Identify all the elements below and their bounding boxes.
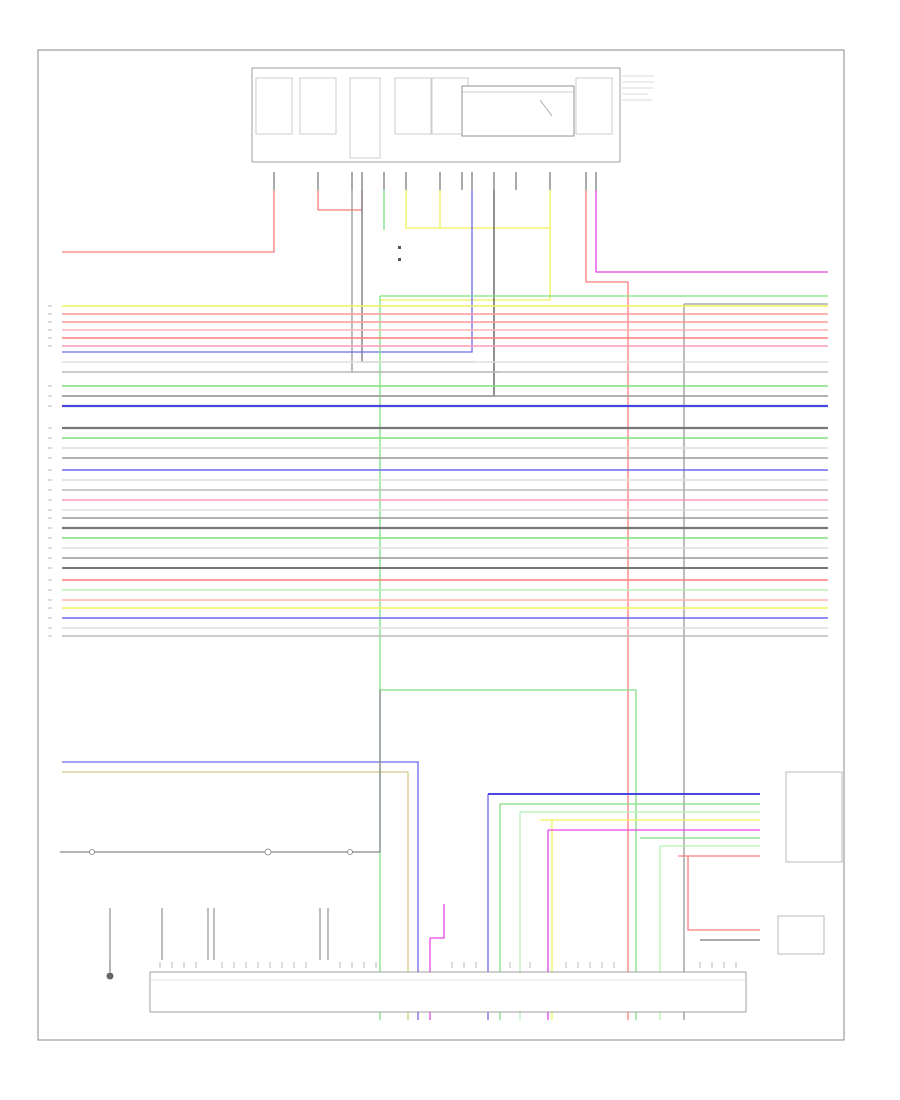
diagram-frame (37, 49, 845, 1041)
bottom-left-pins (109, 908, 329, 960)
right-side-module (785, 771, 843, 863)
inline-connectors (89, 848, 353, 856)
harness-bus (62, 305, 828, 637)
module-pin-ticks (159, 962, 737, 968)
left-pin-ticks (48, 305, 52, 637)
fuse-box-annotation (622, 75, 654, 101)
ground-icon (106, 960, 114, 980)
legend-markers (398, 246, 401, 261)
junction-relay (461, 85, 575, 137)
fuse-box (251, 67, 621, 163)
transmission-control-module (149, 971, 747, 1013)
top-wires (62, 190, 828, 1020)
lower-wires (60, 689, 760, 1020)
small-module (777, 915, 825, 955)
fuse-box-pins (273, 172, 597, 190)
